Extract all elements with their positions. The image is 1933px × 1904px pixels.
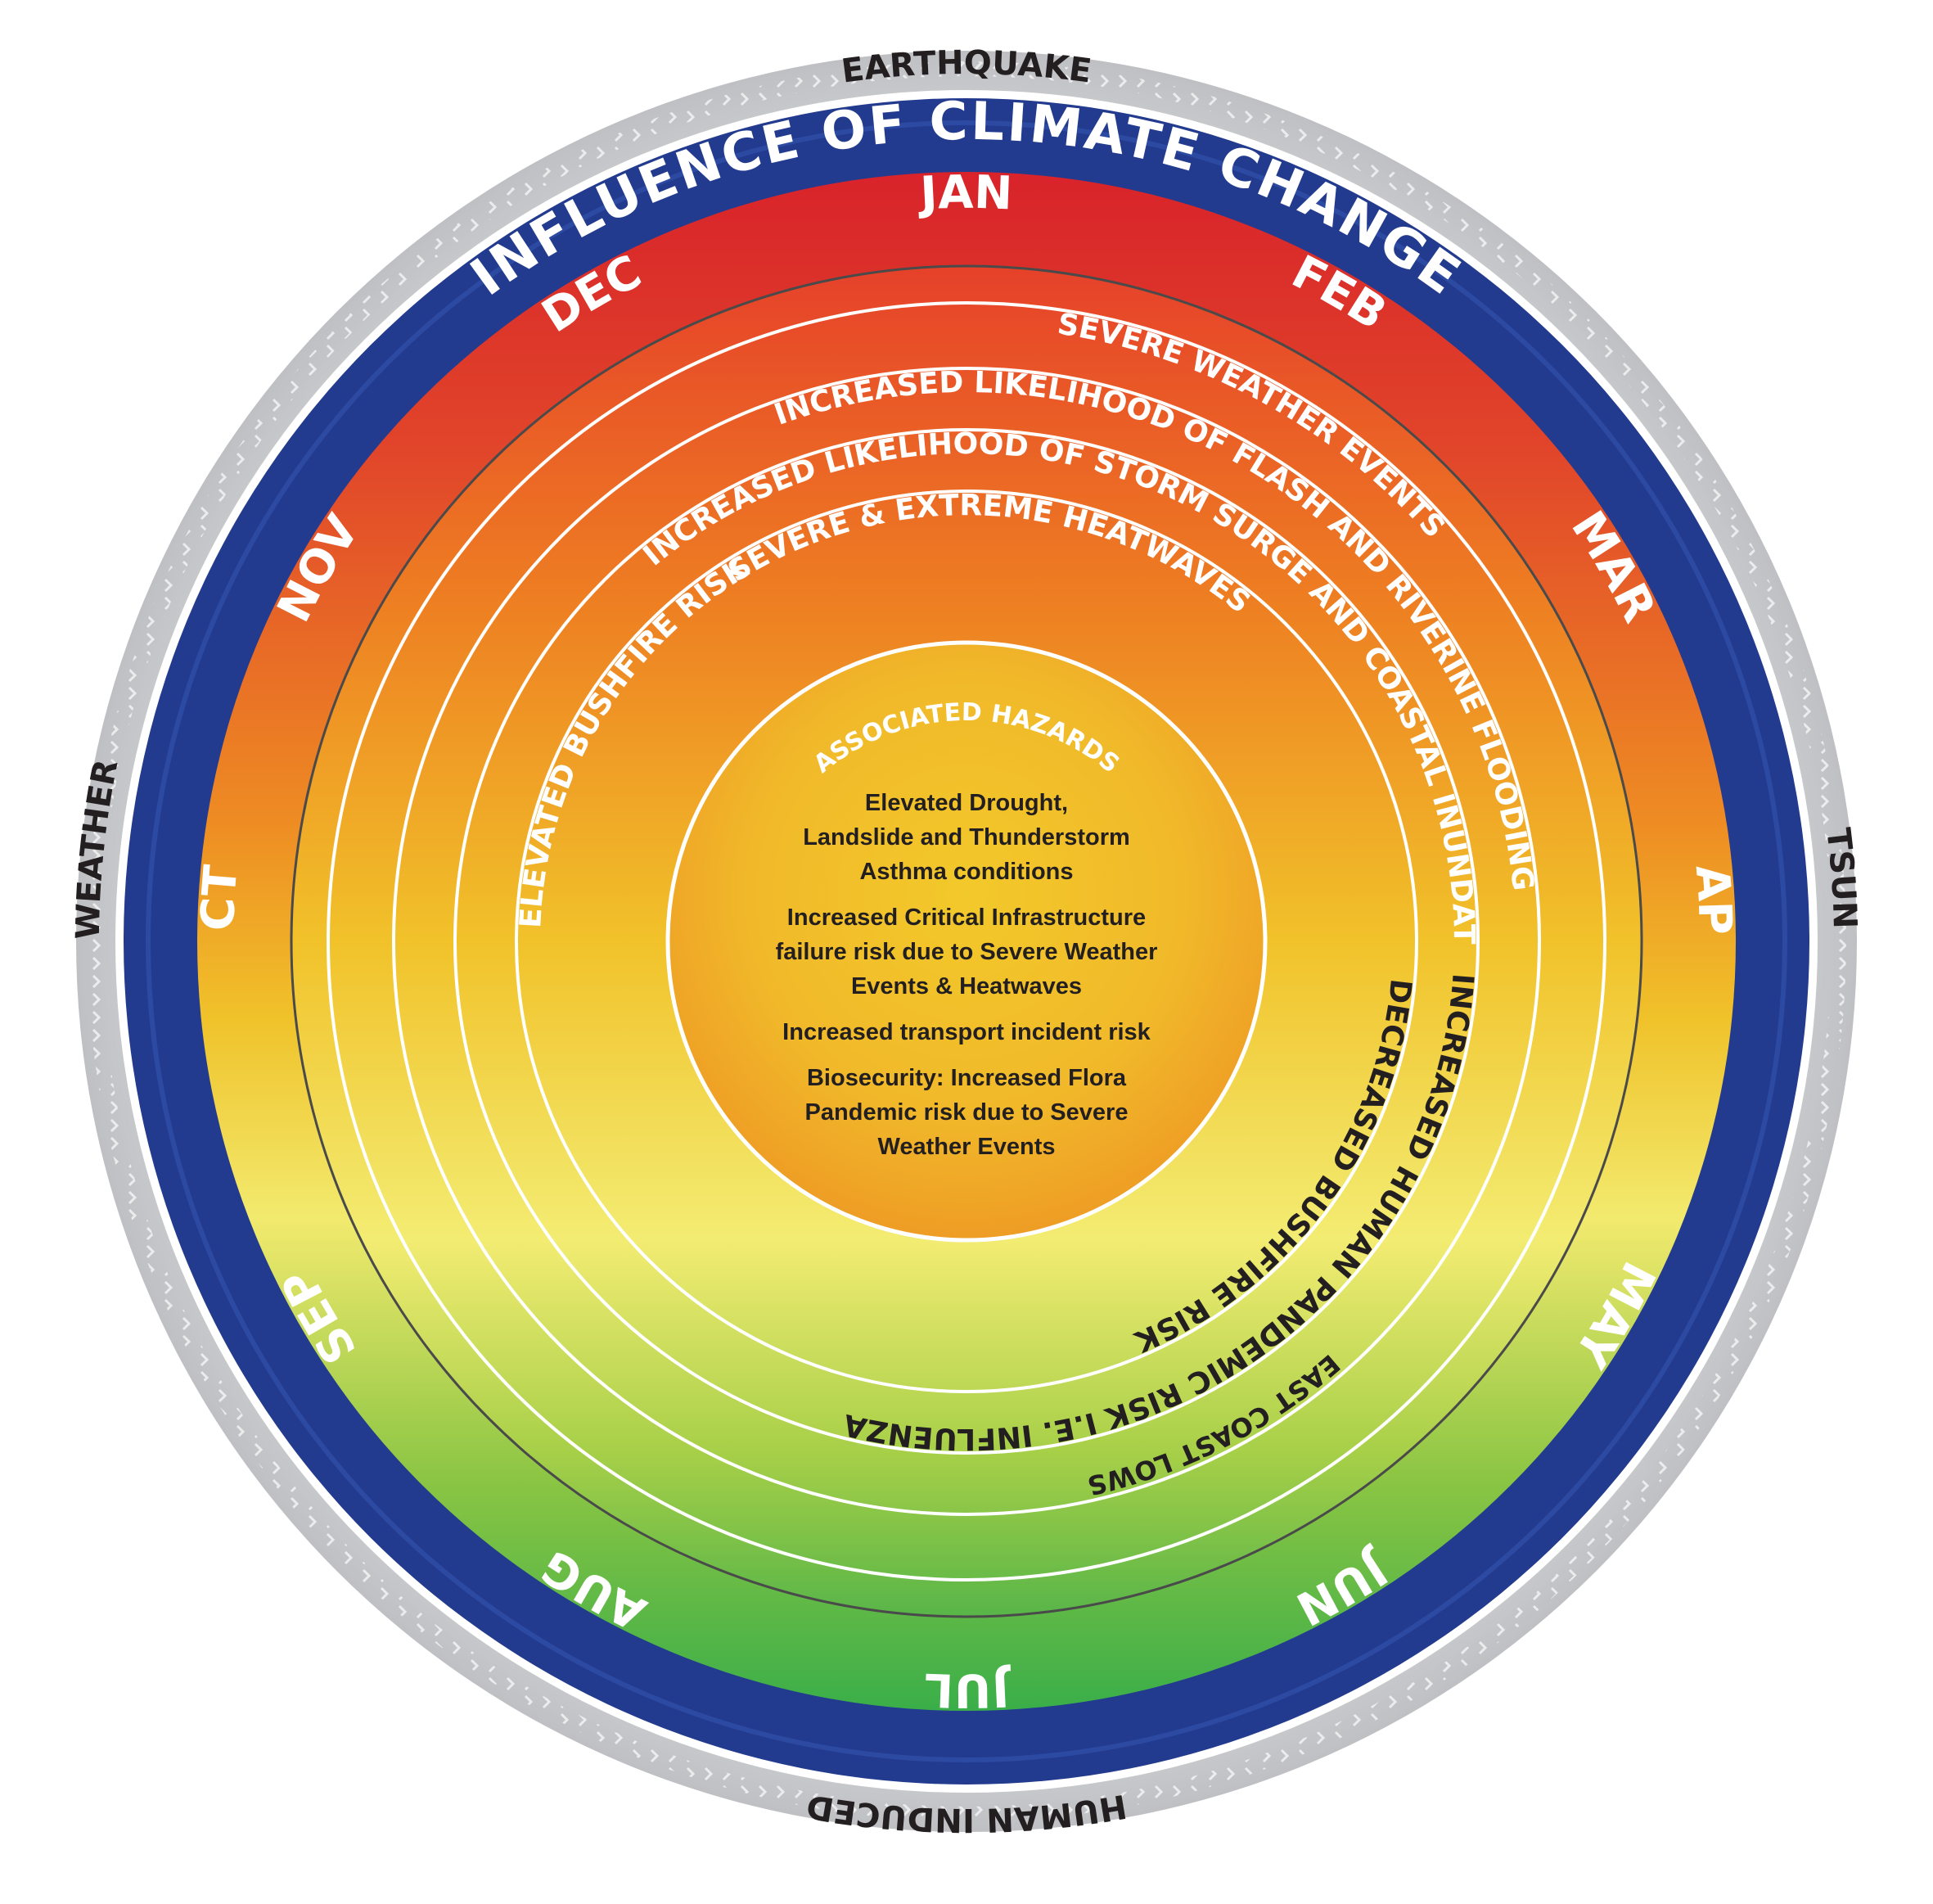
associated-hazard-line: failure risk due to Severe Weather <box>776 939 1158 965</box>
hazard-space-weather: SPACE WEATHER <box>0 0 126 940</box>
month-jul: JUL <box>923 1662 1013 1717</box>
associated-hazard-line: Events & Heatwaves <box>851 973 1082 999</box>
associated-hazard-line: Elevated Drought, <box>865 790 1068 816</box>
associated-hazard-line: Landslide and Thunderstorm <box>803 824 1130 850</box>
risk-ring-2 <box>392 367 1541 1516</box>
associated-hazards-disc <box>665 640 1268 1243</box>
associated-hazard-line: Weather Events <box>877 1134 1055 1160</box>
associated-hazard-line: Pandemic risk due to Severe <box>805 1099 1129 1126</box>
risk-ring-4 <box>515 490 1418 1393</box>
risk-ring-1 <box>327 301 1606 1581</box>
risk-ring-3 <box>453 428 1480 1455</box>
associated-hazard-line: Asthma conditions <box>859 859 1073 885</box>
outer-ring-chevrons <box>87 61 1846 1821</box>
associated-hazards-list: Elevated Drought, Landslide and Thunderst… <box>776 790 1158 1160</box>
associated-hazard-line: Increased Critical Infrastructure <box>787 905 1146 931</box>
associated-hazard-line: Biosecurity: Increased Flora <box>807 1065 1127 1091</box>
climate-ring-inner-line <box>146 120 1787 1762</box>
month-jan: JAN <box>916 166 1013 221</box>
associated-hazard-line: Increased transport incident risk <box>782 1019 1151 1045</box>
